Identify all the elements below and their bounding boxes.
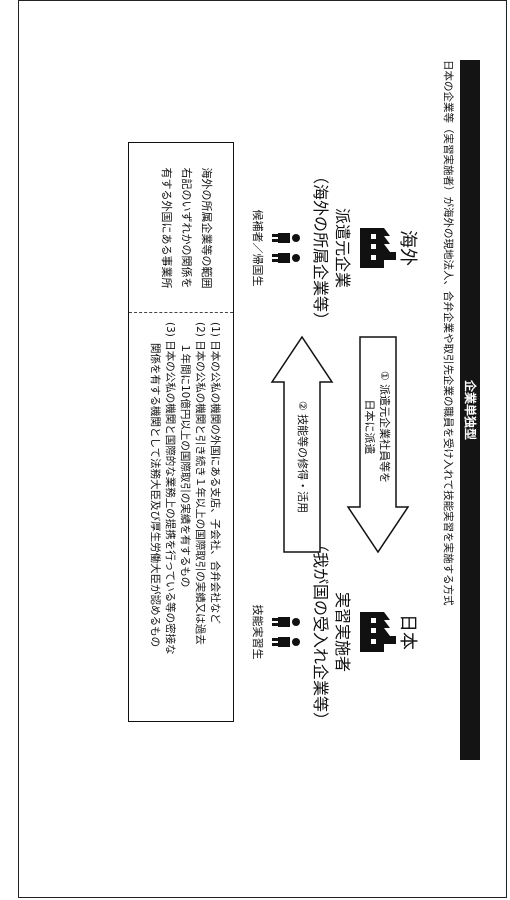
scope-definitions: (1) 日本の公私の機関の外国にある支店、子会社、合弁会社など (2) 日本の公… [147, 322, 222, 718]
candidates-label: 候補者／帰国生 [251, 209, 264, 287]
people-icon-trainees [272, 617, 300, 647]
definition-item: 関係を有する機関として法務大臣及び厚生労働大臣が認めるもの [149, 322, 161, 648]
factory-icon-japan [360, 612, 396, 652]
definition-item: (3) 日本の公私の機関と国際的な業務上の提携を行っている等の密接な [164, 322, 176, 655]
intro-text: 日本の企業等（実習実施者）が海外の現地法人、合弁企業や取引先企業の職員を受け入れ… [442, 60, 454, 606]
overseas-label: 海外 [397, 230, 418, 266]
dispatch-arrow-label: ① 派遣元企業社員等を 日本に派遣 [362, 347, 392, 507]
definition-item: １年間に10億円以上の国際取引の実績を有するもの [179, 322, 191, 588]
page-frame [18, 0, 507, 898]
people-icon-candidates [272, 233, 300, 263]
rotated-diagram: 企業単独型 日本の企業等（実習実施者）が海外の現地法人、合弁企業や取引先企業の職… [30, 32, 500, 812]
definition-item: (2) 日本の公私の機関と引き続き１年以上の国際取引の実績又は過去 [194, 322, 206, 645]
scope-body-line1: 右記のいずれかの関係を [180, 167, 193, 289]
dispatch-label-line2: 日本に派遣 [363, 399, 376, 455]
japan-label: 日本 [397, 614, 418, 650]
return-arrow-label: ② 技能等の修得・活用 [296, 400, 309, 514]
scope-heading: 海外の所属企業等の範囲 [200, 167, 213, 289]
trainees-label: 技能実習生 [251, 604, 264, 660]
return-arrow [270, 335, 334, 553]
factory-icon-overseas [360, 228, 396, 268]
dispatch-arrow [346, 336, 410, 554]
scope-body-line2: 有する外国にある事業所 [160, 167, 173, 289]
title-band: 企業単独型 [460, 60, 480, 760]
dispatch-label-line1: ① 派遣元企業社員等を [378, 370, 391, 484]
scope-divider [129, 312, 233, 313]
page-title: 企業単独型 [463, 379, 477, 440]
definition-item: (1) 日本の公私の機関の外国にある支店、子会社、合弁会社など [209, 322, 221, 624]
host-org-name: 実習実施者 [333, 591, 352, 672]
dispatch-org-name: 派遣元企業 [333, 207, 352, 288]
host-org-sub: （我が国の受入れ企業等） [311, 535, 330, 728]
dispatch-org-sub: （海外の所属企業等） [311, 167, 330, 328]
scope-box-left: 海外の所属企業等の範囲 右記のいずれかの関係を 有する外国にある事業所 [156, 150, 216, 306]
